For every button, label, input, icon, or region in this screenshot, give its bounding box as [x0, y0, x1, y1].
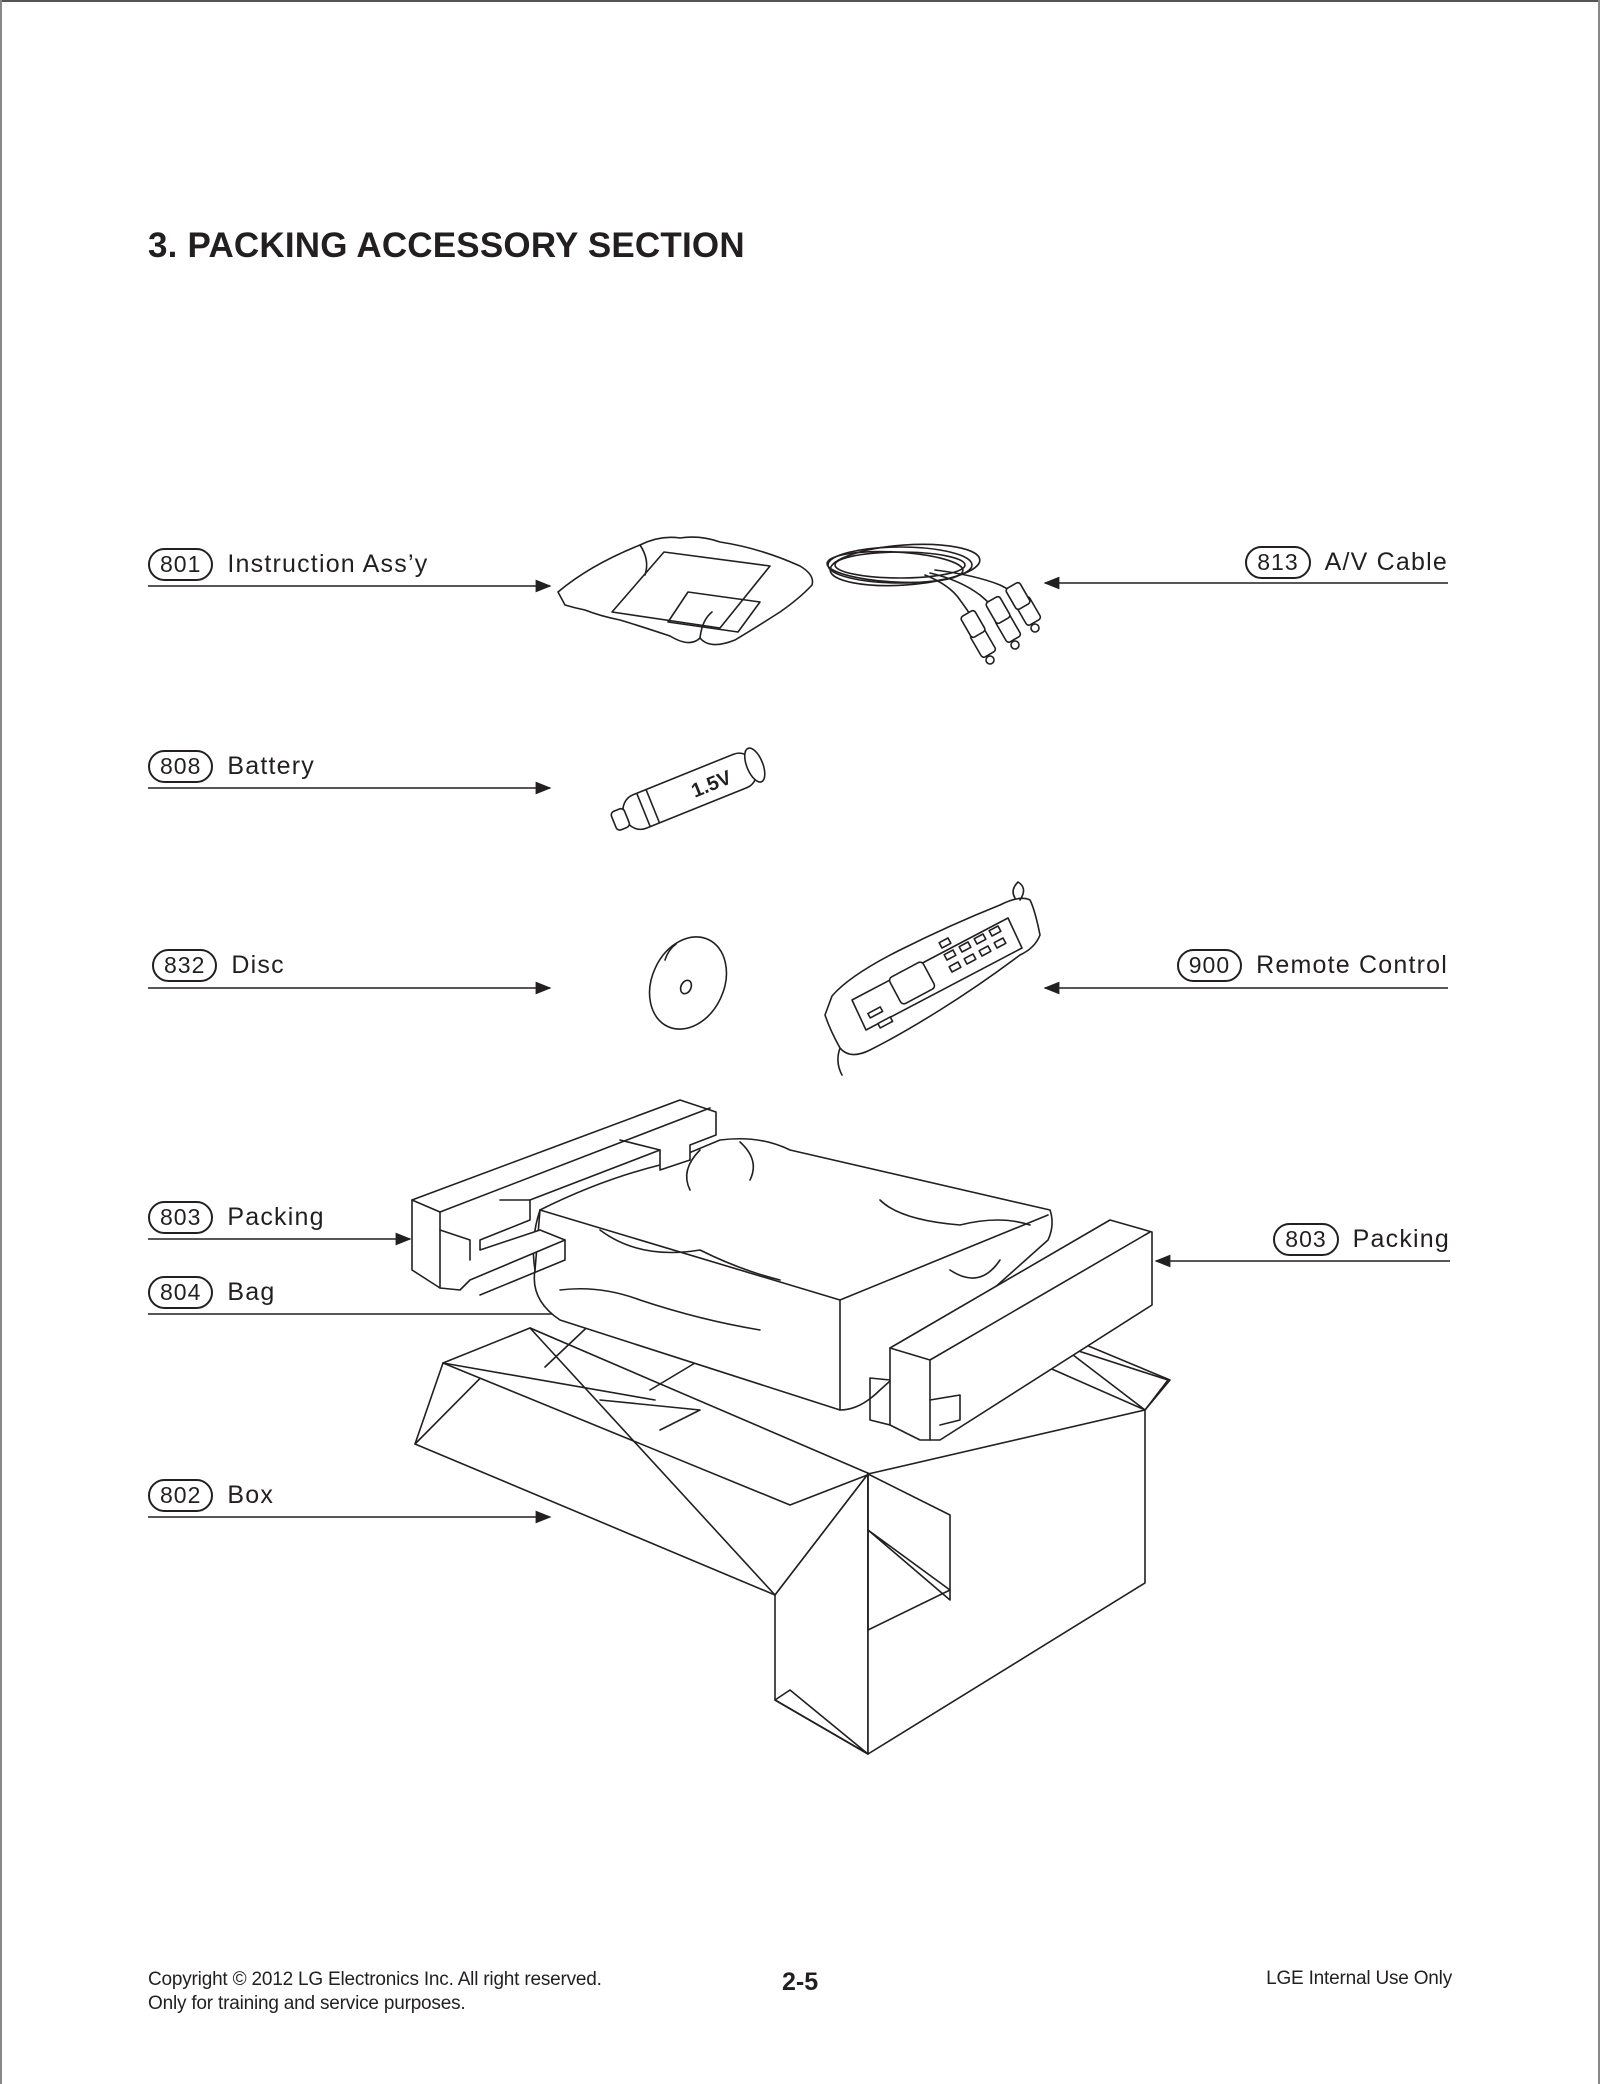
callout-bag: 804 Bag: [148, 1274, 275, 1310]
packing-right-drawing: [869, 1219, 1153, 1441]
part-number-badge: 803: [148, 1200, 214, 1234]
instruction-bag-drawing: [557, 536, 814, 646]
callout-instruction: 801 Instruction Ass’y: [148, 546, 428, 582]
part-number-badge: 801: [148, 547, 214, 581]
part-label: Bag: [227, 1277, 276, 1306]
leader-lines: [148, 576, 1450, 1524]
part-number-badge: 808: [148, 749, 214, 783]
page-border: [0, 0, 2, 2084]
callout-packing-left: 803 Packing: [148, 1199, 325, 1235]
callout-battery: 808 Battery: [148, 748, 315, 784]
footer-copyright: Copyright © 2012 LG Electronics Inc. All…: [148, 1968, 602, 2016]
disc-drawing: [648, 936, 728, 1030]
part-label: Remote Control: [1256, 950, 1448, 979]
internal-use-note: LGE Internal Use Only: [1266, 1968, 1452, 1989]
part-number-badge: 900: [1176, 948, 1243, 982]
part-label: Packing: [227, 1202, 325, 1231]
part-number-badge: 802: [148, 1478, 214, 1512]
av-cable-drawing: [826, 543, 1042, 665]
part-label: Packing: [1352, 1224, 1450, 1253]
copyright-line: Only for training and service purposes.: [148, 1993, 466, 2014]
battery-drawing: 1.5V: [610, 747, 766, 831]
callout-packing-right: 803 Packing: [1273, 1221, 1450, 1257]
callout-disc: 832 Disc: [152, 947, 285, 983]
packing-left-drawing: [411, 1099, 717, 1296]
part-label: Disc: [231, 950, 285, 979]
part-label: A/V Cable: [1324, 547, 1448, 576]
page-number: 2-5: [782, 1968, 819, 1996]
callout-box: 802 Box: [148, 1477, 274, 1513]
part-label: Battery: [227, 751, 315, 780]
part-number-badge: 813: [1245, 545, 1311, 579]
box-drawing: [414, 1314, 1171, 1755]
page-border: [1598, 0, 1600, 2084]
callout-remote-control: 900 Remote Control: [1176, 947, 1448, 983]
section-title: 3. PACKING ACCESSORY SECTION: [148, 226, 745, 265]
part-label: Instruction Ass’y: [227, 549, 429, 578]
part-number-badge: 832: [152, 948, 218, 982]
part-number-badge: 804: [148, 1275, 214, 1309]
callout-av-cable: 813 A/V Cable: [1245, 544, 1448, 580]
copyright-line: Copyright © 2012 LG Electronics Inc. All…: [148, 1969, 602, 1990]
part-label: Box: [227, 1480, 275, 1509]
page-border: [0, 0, 1600, 2]
remote-control-drawing: [824, 881, 1041, 1076]
part-number-badge: 803: [1273, 1222, 1339, 1256]
